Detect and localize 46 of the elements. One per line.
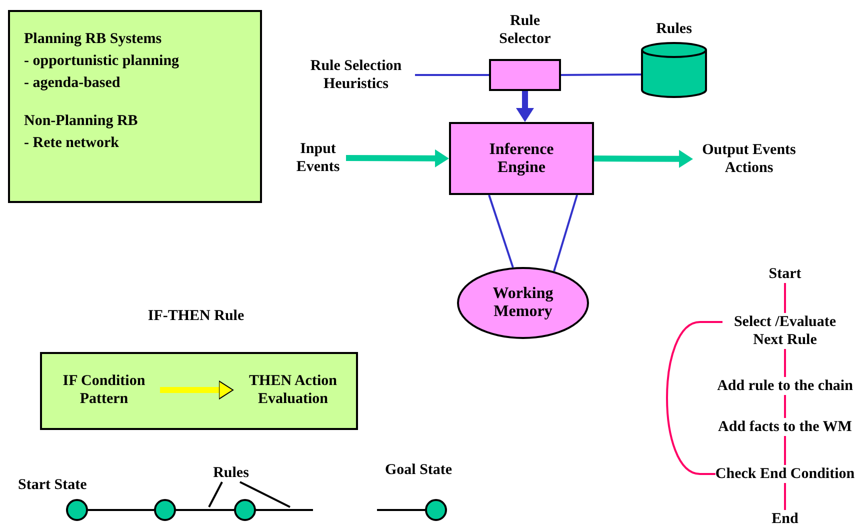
connector-line [176,509,234,511]
box-label: Rules [656,20,692,38]
block-arrow [594,150,693,168]
list-item: - agenda-based [24,74,120,92]
connector-line [784,483,786,510]
box-text: Working Memory [492,285,554,321]
list-item: - opportunistic planning [24,52,180,70]
node-label: Check End Condition [715,465,855,483]
connector-line [256,509,313,511]
node-label: End [772,510,798,528]
node-label: IF Condition Pattern [48,372,160,408]
connector-line [377,509,425,511]
connector-line [784,395,786,418]
panel-heading: Planning RB Systems [24,30,162,48]
connector-line [666,321,722,475]
block-arrow [160,380,234,400]
block-arrow [516,91,534,122]
node-label: Rule Selection Heuristics [297,57,415,93]
node-label: Input Events [290,140,346,176]
node-label: Add facts to the WM [718,418,852,436]
connector-line [415,74,489,76]
leader-line [240,481,290,508]
list-item: - Rete network [24,134,119,152]
text-panel [8,10,262,203]
connector-line [488,194,514,268]
connector-line [784,436,786,465]
node-label: Select /Evaluate Next Rule [722,313,848,349]
connector-line [561,73,641,76]
node-label: Output Events Actions [693,141,805,177]
node-label: THEN Action Evaluation [233,372,353,408]
connector-line [553,194,578,272]
box-text: Inference Engine [488,140,555,176]
state-label: Goal State [385,461,452,479]
process-box [449,122,594,195]
connector-line [784,349,786,377]
box-label: IF-THEN Rule [148,307,244,325]
connector-line [784,283,786,313]
node-label: Rules [213,464,249,482]
state-label: Start State [18,476,87,494]
block-arrow [346,149,449,168]
node-label: Add rule to the chain [717,377,853,395]
panel-heading: Non-Planning RB [24,112,138,130]
box-label: Rule Selector [498,12,552,48]
leader-line [208,482,223,508]
node-label: Start [768,265,802,283]
connector-line [88,509,154,511]
